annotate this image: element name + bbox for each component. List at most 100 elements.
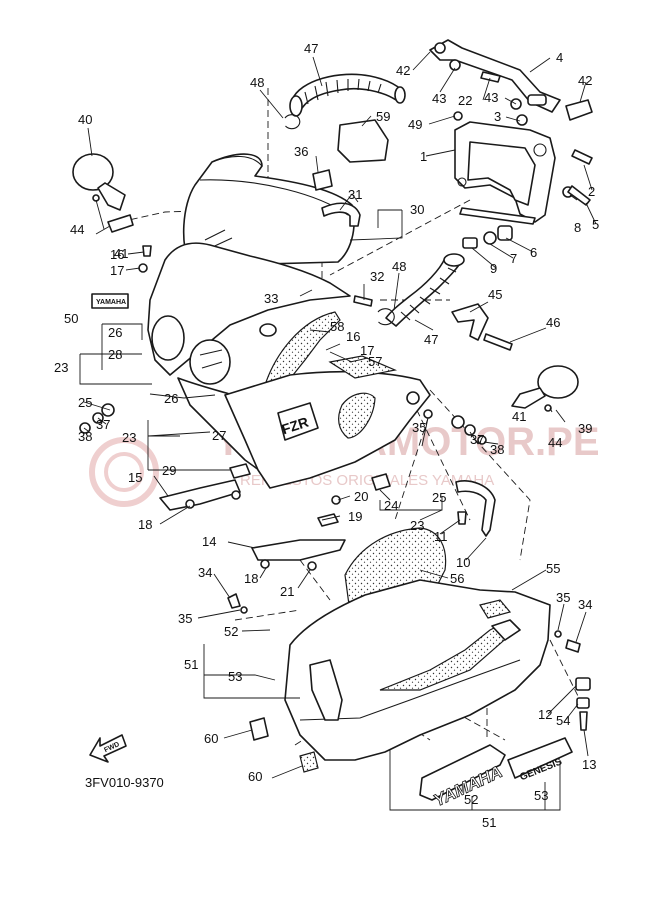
windscreen [182, 153, 361, 267]
callout-17b: 17 [360, 343, 374, 358]
screw-34-left [227, 593, 241, 609]
callout-45: 45 [488, 287, 502, 302]
callout-35b: 35 [412, 420, 426, 435]
callout-50: 50 [64, 311, 78, 326]
grommet-54 [576, 697, 590, 709]
diagram-code: 3FV010-9370 [85, 775, 164, 790]
callout-58: 58 [330, 319, 344, 334]
callout-14: 14 [202, 534, 216, 549]
callout-34a: 34 [198, 565, 212, 580]
callout-9: 9 [490, 261, 497, 276]
parts: YAMAHA [72, 39, 593, 811]
callout-25a: 25 [78, 395, 92, 410]
callout-41b: 41 [512, 409, 526, 424]
callout-40: 40 [78, 112, 92, 127]
bolt-11 [457, 511, 467, 525]
side-brand-decal: YAMAHA [419, 744, 506, 811]
callout-42b: 42 [578, 73, 592, 88]
callout-21: 21 [280, 584, 294, 599]
callout-32: 32 [370, 269, 384, 284]
washer-35-left [240, 606, 248, 614]
watermark-logo [89, 437, 159, 507]
callout-31: 31 [348, 187, 362, 202]
yamaha-screen-sticker: YAMAHA [91, 293, 129, 309]
hose-clamp-upper [284, 114, 301, 130]
callout-37b: 37 [470, 432, 484, 447]
callout-19: 19 [348, 509, 362, 524]
callout-53b: 53 [534, 788, 548, 803]
callout-52b: 52 [464, 792, 478, 807]
callout-3: 3 [494, 109, 501, 124]
callout-labels: 1 2 3 4 5 6 7 8 9 10 11 12 13 14 15 16 1… [54, 41, 599, 830]
screen-sticker-text: YAMAHA [96, 299, 126, 306]
mirror-bracket [451, 303, 489, 341]
callout-16a: 16 [110, 247, 124, 262]
callout-6: 6 [530, 245, 537, 260]
screw-20 [331, 495, 341, 505]
callout-44a: 44 [70, 222, 84, 237]
callout-5: 5 [592, 217, 599, 232]
grommet-24 [371, 473, 391, 491]
washer-35-right [554, 630, 562, 638]
callout-11: 11 [434, 529, 448, 544]
sticker-60-b [299, 751, 319, 773]
callout-52a: 52 [224, 624, 238, 639]
callout-26a: 26 [108, 325, 122, 340]
callout-8: 8 [574, 220, 581, 235]
callout-51a: 51 [184, 657, 198, 672]
leader-lines [79, 51, 597, 811]
intake-hose-upper [289, 73, 406, 117]
caution-sticker [312, 169, 333, 191]
callout-4: 4 [556, 50, 563, 65]
callout-22: 22 [458, 93, 472, 108]
callout-48a: 48 [250, 75, 264, 90]
callout-43b: 43 [484, 90, 498, 105]
mirror-right [511, 365, 579, 412]
callout-51b: 51 [482, 815, 496, 830]
callout-35c: 35 [556, 590, 570, 605]
callout-36: 36 [294, 144, 308, 159]
sticker-60-a [249, 717, 269, 741]
callout-44b: 44 [548, 435, 562, 450]
grommet-set [462, 225, 513, 249]
model-badge-decal: GENESIS [507, 737, 573, 783]
callout-47b: 47 [424, 332, 438, 347]
callout-60a: 60 [204, 731, 218, 746]
headlight-stay-top [429, 39, 593, 121]
callout-23b: 23 [122, 430, 136, 445]
lower-cowling [284, 579, 551, 761]
front-badge-text: FZR [280, 414, 311, 438]
callout-34b: 34 [578, 597, 592, 612]
nut-17-left [138, 263, 148, 273]
forward-direction-arrow: FWD [89, 734, 127, 763]
callout-38b: 38 [490, 442, 504, 457]
callout-38a: 38 [78, 429, 92, 444]
callout-56: 56 [450, 571, 464, 586]
callout-25b: 25 [432, 490, 446, 505]
callout-18a: 18 [138, 517, 152, 532]
guide-lines [119, 88, 581, 746]
callout-17a: 17 [110, 263, 124, 278]
inner-panel-15 [159, 479, 241, 511]
callout-53a: 53 [228, 669, 242, 684]
callout-42a: 42 [396, 63, 410, 78]
clip-19 [317, 513, 339, 527]
callout-43a: 43 [432, 91, 446, 106]
callout-57: 57 [368, 354, 382, 369]
bolt-46 [483, 333, 513, 351]
callout-16b: 16 [346, 329, 360, 344]
grommet-29 [229, 463, 251, 479]
callout-47a: 47 [304, 41, 318, 56]
callout-48b: 48 [392, 259, 406, 274]
lower-stay-10 [455, 480, 496, 537]
intake-hose-lower [385, 253, 465, 327]
bolt-32 [353, 295, 373, 307]
callout-35a: 35 [178, 611, 192, 626]
callout-46: 46 [546, 315, 560, 330]
screw-13 [579, 711, 588, 731]
callout-18b: 18 [244, 571, 258, 586]
callout-26b: 26 [164, 391, 178, 406]
callout-13: 13 [582, 757, 596, 772]
callout-7: 7 [510, 251, 517, 266]
